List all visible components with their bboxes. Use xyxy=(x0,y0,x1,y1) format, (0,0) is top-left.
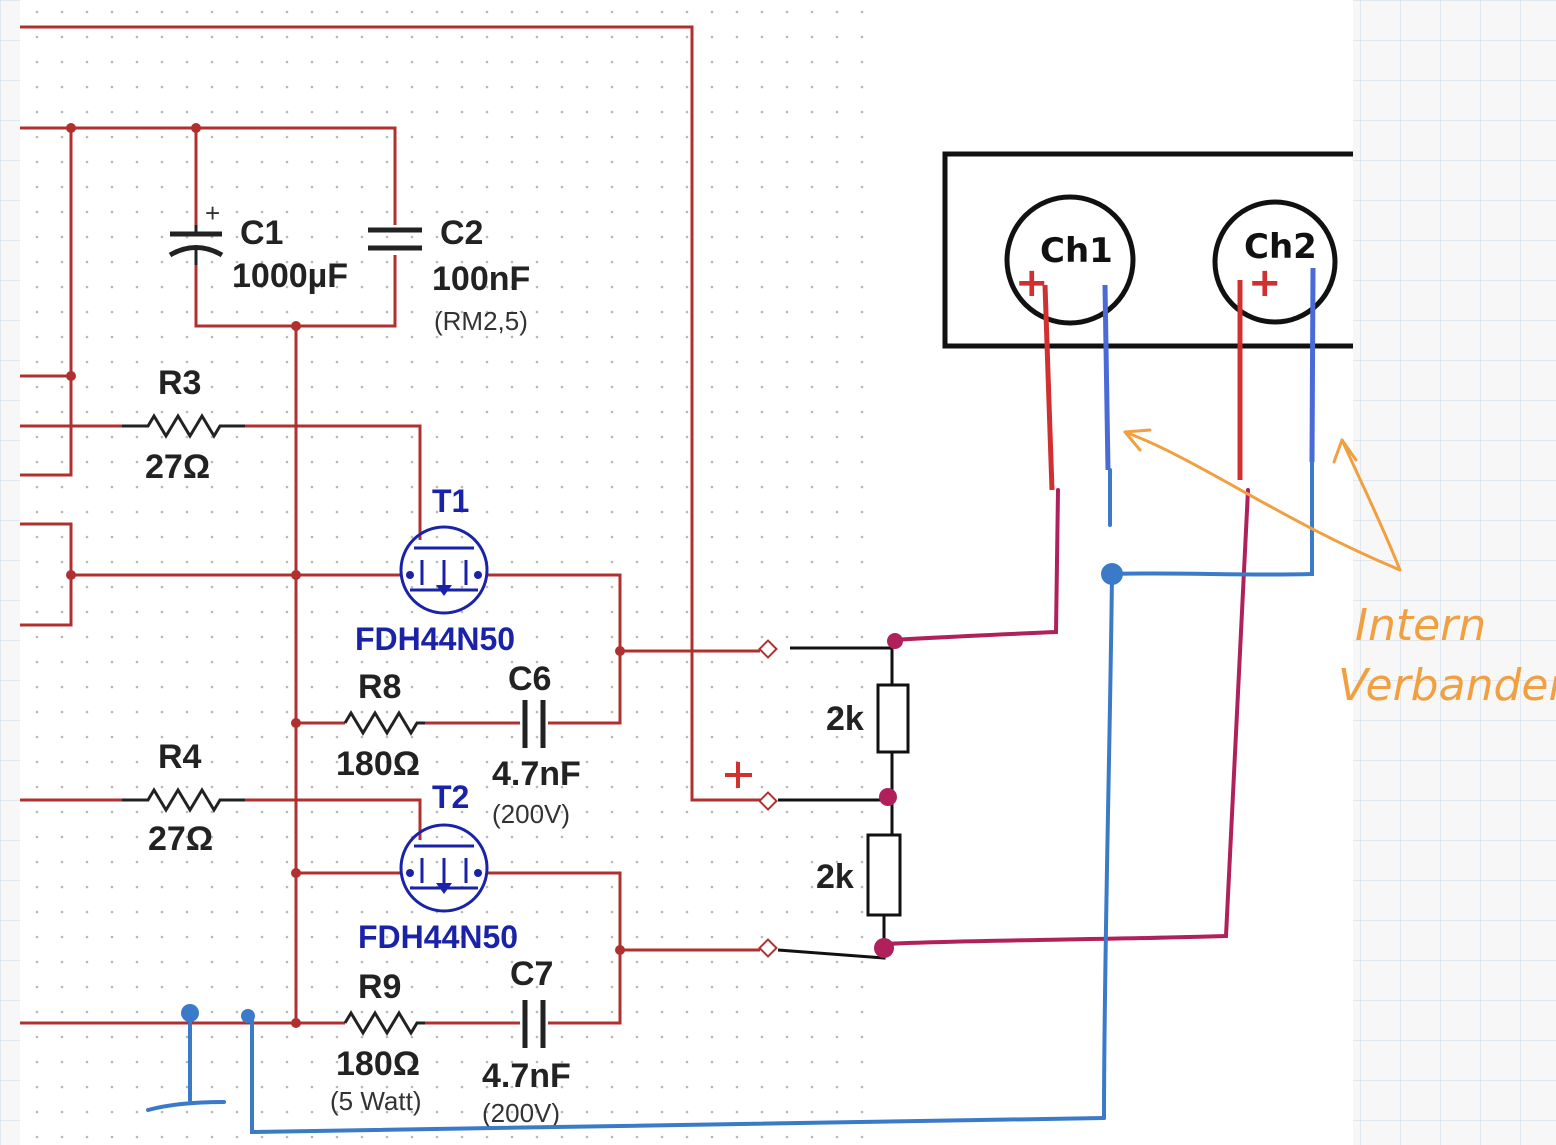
ch1-label: Ch1 xyxy=(1040,231,1113,271)
capacitor-c2: C2 100nF (RM2,5) xyxy=(368,214,530,336)
c2-value: 100nF xyxy=(432,260,530,298)
t2-name: T2 xyxy=(432,779,469,815)
c7-value: 4.7nF xyxy=(482,1057,571,1095)
oscilloscope: Ch1 Ch2 + + xyxy=(942,151,1353,491)
ch1-blue-lead xyxy=(1102,284,1111,471)
capacitor-c1: + C1 1000µF xyxy=(168,198,348,295)
r4-name: R4 xyxy=(158,738,202,776)
schematic-wires xyxy=(20,25,770,1025)
capacitor-c7: C7 4.7nF (200V) xyxy=(482,955,571,1128)
annotation-line1: Intern xyxy=(1355,600,1486,651)
r3-name: R3 xyxy=(158,364,201,402)
ch2-plus: + xyxy=(1248,260,1282,306)
ch2-connector xyxy=(1212,199,1338,325)
divider-top-value: 2k xyxy=(826,700,864,738)
t1-part: FDH44N50 xyxy=(355,621,515,657)
dot-grid xyxy=(20,0,875,1145)
c1-value: 1000µF xyxy=(232,257,348,295)
divider-resistors: 2k 2k xyxy=(777,646,910,960)
r9-name: R9 xyxy=(358,968,401,1006)
c6-note: (200V) xyxy=(492,799,570,829)
blue-pen-wires xyxy=(146,460,1314,1135)
transistor-t1: T1 FDH44N50 xyxy=(355,483,515,657)
r4-value: 27Ω xyxy=(148,820,213,858)
r9-value: 180Ω xyxy=(336,1045,420,1083)
ch1-red-lead xyxy=(1042,284,1055,491)
orange-annotation: Intern Verbanden xyxy=(1123,428,1556,711)
c1-polarity: + xyxy=(205,198,220,228)
resistor-r4: R4 27Ω xyxy=(122,738,245,858)
ch1-connector xyxy=(1004,194,1136,326)
c7-name: C7 xyxy=(510,955,553,993)
ch2-label: Ch2 xyxy=(1244,227,1317,267)
r9-note: (5 Watt) xyxy=(330,1086,421,1116)
c6-value: 4.7nF xyxy=(492,755,581,793)
ch1-plus: + xyxy=(1015,260,1049,306)
c7-note: (200V) xyxy=(482,1098,560,1128)
divider-bottom-value: 2k xyxy=(816,858,854,896)
magenta-pen-wires xyxy=(874,488,1250,958)
red-plus-mark xyxy=(725,762,752,788)
transistor-t2: T2 FDH44N50 xyxy=(358,779,518,955)
resistor-r3: R3 27Ω xyxy=(122,364,245,486)
c1-name: C1 xyxy=(240,214,283,252)
annotation-line2: Verbanden xyxy=(1338,660,1556,711)
r8-value: 180Ω xyxy=(336,745,420,783)
output-terminals xyxy=(758,639,778,958)
r3-value: 27Ω xyxy=(145,448,210,486)
t1-name: T1 xyxy=(432,483,469,519)
resistor-r8: R8 180Ω xyxy=(336,668,425,783)
resistor-r9: R9 180Ω (5 Watt) xyxy=(330,968,425,1116)
c6-name: C6 xyxy=(508,660,551,698)
t2-part: FDH44N50 xyxy=(358,919,518,955)
r8-name: R8 xyxy=(358,668,401,706)
c2-name: C2 xyxy=(440,214,483,252)
schematic-nodes xyxy=(66,123,625,1028)
capacitor-c6: C6 4.7nF (200V) xyxy=(492,660,581,829)
ch2-blue-lead xyxy=(1309,267,1316,463)
c2-note: (RM2,5) xyxy=(434,306,528,336)
